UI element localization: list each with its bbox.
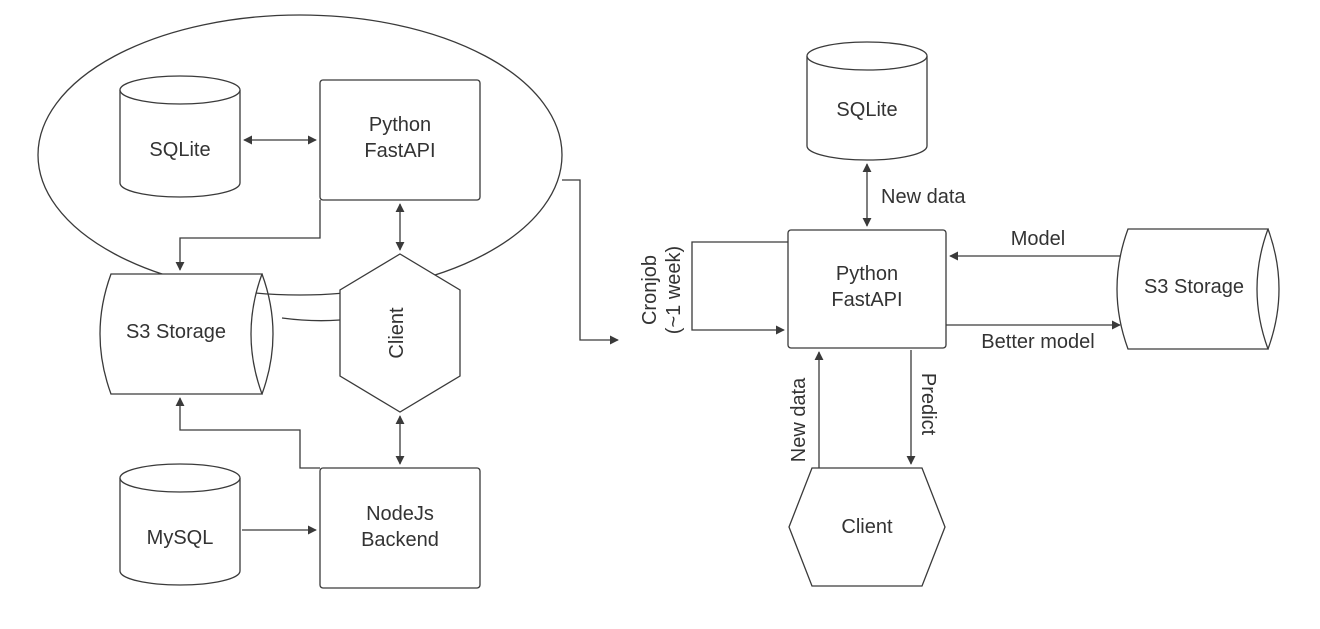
left-fastapi-label: FastAPI xyxy=(364,140,435,162)
left-client: Client xyxy=(339,253,461,413)
left-s3-storage: S3 Storage xyxy=(99,273,274,395)
left-sqlite-label: SQLite xyxy=(149,139,210,161)
label-predict: Predict xyxy=(917,373,939,436)
edge-python-s3 xyxy=(175,200,321,271)
label-better-model: Better model xyxy=(981,331,1094,353)
right-client-label: Client xyxy=(841,516,893,538)
left-sqlite-db: SQLite xyxy=(119,75,241,198)
left-s3-label: S3 Storage xyxy=(126,321,226,343)
left-diagram: S3 Storage SQLite Python FastAPI Client … xyxy=(37,14,563,589)
right-s3-label: S3 Storage xyxy=(1144,276,1244,298)
left-python-fastapi: Python FastAPI xyxy=(319,79,481,201)
label-new-data-bottom: New data xyxy=(788,377,810,462)
right-diagram: SQLite Python FastAPI S3 Storage Client … xyxy=(639,41,1280,587)
edge-node-s3 xyxy=(175,397,320,469)
label-model: Model xyxy=(1011,228,1065,250)
nodejs-label: NodeJs xyxy=(366,503,434,525)
label-cronjob-interval: (~1 week) xyxy=(663,246,685,334)
edge-left-to-right xyxy=(562,179,619,345)
edge-cronjob-loop xyxy=(691,241,788,335)
left-client-label: Client xyxy=(386,307,408,359)
right-s3-storage: S3 Storage xyxy=(1116,228,1280,350)
backend-label: Backend xyxy=(361,529,439,551)
right-sqlite-label: SQLite xyxy=(836,99,897,121)
right-python-label: Python xyxy=(836,263,898,285)
mysql-label: MySQL xyxy=(147,527,214,549)
left-python-label: Python xyxy=(369,114,431,136)
mysql-db: MySQL xyxy=(119,463,241,586)
right-client: Client xyxy=(788,467,946,587)
label-new-data-top: New data xyxy=(881,186,966,208)
nodejs-backend: NodeJs Backend xyxy=(319,467,481,589)
right-python-fastapi: Python FastAPI xyxy=(787,229,947,349)
label-cronjob: Cronjob xyxy=(639,255,661,325)
right-sqlite-db: SQLite xyxy=(806,41,928,161)
right-fastapi-label: FastAPI xyxy=(831,289,902,311)
service-group-ellipse xyxy=(37,14,563,296)
